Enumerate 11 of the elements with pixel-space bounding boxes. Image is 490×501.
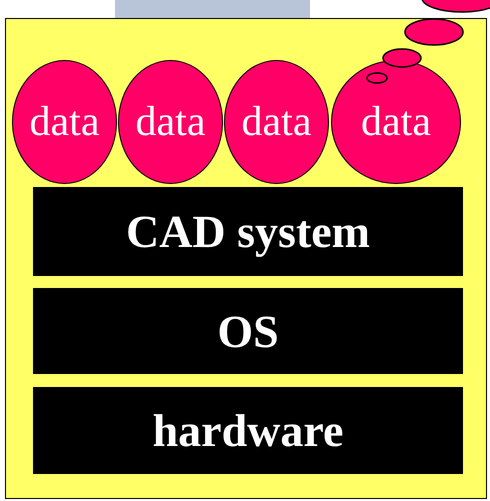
layer-bar: [33, 187, 463, 276]
layer-bar: [33, 288, 463, 374]
data-label: data: [30, 98, 100, 146]
panel: [5, 18, 487, 499]
data-label: data: [136, 98, 206, 146]
layer-label: hardware: [152, 404, 344, 457]
data-label: data: [361, 98, 431, 146]
layer-label: OS: [217, 304, 279, 358]
data-label: data: [242, 98, 312, 146]
layer-bar: [33, 387, 463, 474]
layer-label: CAD system: [126, 205, 370, 258]
